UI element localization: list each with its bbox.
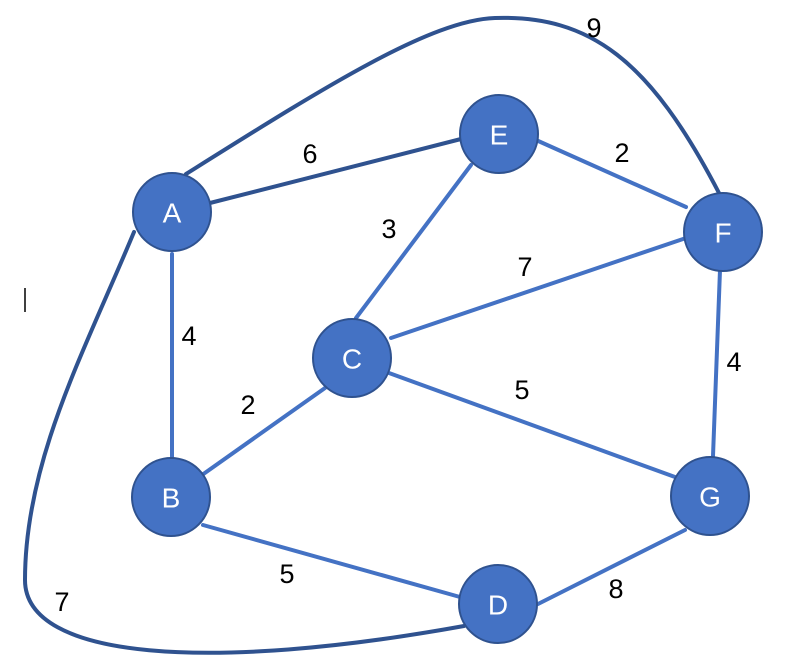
node-f-label: F: [714, 218, 731, 249]
node-d: D: [458, 564, 538, 644]
node-f: F: [683, 192, 763, 272]
weight-label-f-g: 4: [726, 347, 741, 377]
weight-label-b-c: 2: [240, 390, 255, 420]
edge-b-d: [201, 523, 462, 599]
node-a-circle: [132, 172, 212, 252]
node-e-label: E: [490, 120, 509, 151]
edges: [22, 15, 722, 655]
node-g-circle: [670, 456, 750, 536]
node-e-circle: [459, 94, 539, 174]
weight-label-c-f: 7: [517, 252, 532, 282]
nodes: A B C D E F G: [131, 94, 763, 644]
weight-label-c-g: 5: [514, 375, 529, 405]
weight-label-a-e: 6: [302, 139, 317, 169]
edge-a-d: [22, 230, 466, 655]
edge-c-g: [387, 371, 677, 479]
weight-label-e-f: 2: [614, 138, 629, 168]
weight-label-e-c: 3: [381, 214, 396, 244]
edge-a-f: [184, 15, 721, 195]
node-c-label: C: [342, 344, 362, 375]
edge-f-g: [711, 268, 722, 458]
weight-label-a-b: 4: [181, 321, 196, 351]
edge-b-c: [200, 386, 327, 477]
node-e: E: [459, 94, 539, 174]
weight-label-b-d: 5: [279, 559, 294, 589]
node-b: B: [131, 457, 211, 537]
node-f-circle: [683, 192, 763, 272]
edge-a-e: [204, 137, 463, 206]
node-a: A: [132, 172, 212, 252]
edge-c-f: [389, 236, 688, 340]
node-c: C: [312, 318, 392, 398]
node-a-label: A: [163, 198, 182, 229]
edge-d-g: [536, 528, 687, 606]
edge-weights: 6 2 9 4 3 7 2 5 4 5 8 7: [54, 13, 741, 617]
node-g: G: [670, 456, 750, 536]
weight-label-a-d: 7: [54, 587, 69, 617]
node-d-label: D: [488, 590, 508, 621]
weight-label-a-f: 9: [586, 13, 601, 43]
node-c-circle: [312, 318, 392, 398]
node-b-label: B: [162, 483, 181, 514]
weight-label-d-g: 8: [608, 574, 623, 604]
edge-e-c: [354, 163, 473, 320]
node-d-circle: [458, 564, 538, 644]
edge-e-f: [534, 138, 688, 209]
node-b-circle: [131, 457, 211, 537]
node-g-label: G: [699, 482, 721, 513]
